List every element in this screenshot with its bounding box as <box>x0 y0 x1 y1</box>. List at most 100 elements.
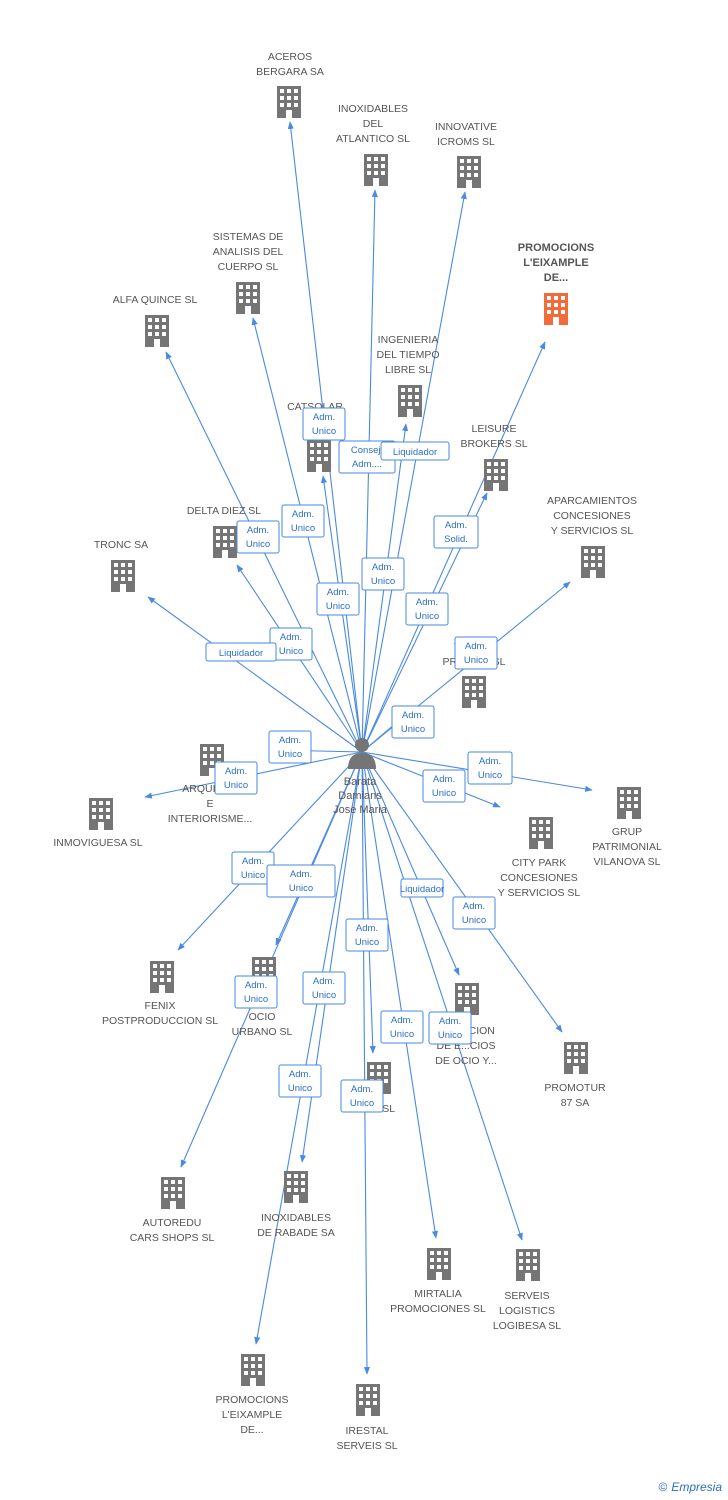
building-icon <box>150 961 174 993</box>
company-name-line: CONCESIONES <box>500 872 578 884</box>
relationship-edge <box>361 751 563 1033</box>
role-label-line: Unico <box>371 576 395 587</box>
role-badge: Adm.Unico <box>467 751 513 785</box>
role-label-line: Liquidador <box>400 884 444 895</box>
role-badge: Adm.Unico <box>268 730 312 764</box>
role-label-line: Adm. <box>313 412 335 423</box>
company-name-line: L'EIXAMPLE <box>222 1409 282 1421</box>
role-label-line: Adm. <box>402 710 424 721</box>
company-name-line: ICROMS SL <box>437 136 495 148</box>
building-icon <box>356 1384 380 1416</box>
relationship-edge <box>254 751 363 1345</box>
role-label-line: Adm. <box>463 901 485 912</box>
role-label-line: Adm. <box>433 774 455 785</box>
building-icon <box>236 282 260 314</box>
role-badge: Adm.Unico <box>281 504 325 538</box>
role-badge: Adm.Unico <box>405 592 449 626</box>
brand-name[interactable]: Empresia <box>671 1480 722 1494</box>
company-node-alfa[interactable]: ALFA QUINCE SL <box>113 294 198 347</box>
building-icon <box>427 1248 451 1280</box>
role-label-line: Unico <box>438 1030 462 1041</box>
relationship-edge <box>361 751 523 1241</box>
building-icon <box>617 787 641 819</box>
role-badge: Adm.Unico <box>452 896 496 930</box>
company-name-line: PROMOTUR <box>544 1082 606 1094</box>
company-node-delta[interactable]: DELTA DIEZ SL <box>187 505 261 558</box>
role-label-line: Adm. <box>356 923 378 934</box>
relationship-edge <box>361 751 439 1239</box>
role-badge: Adm.Unico <box>391 705 435 739</box>
person-name-line: Damians <box>338 790 382 802</box>
role-label-line: Unico <box>350 1098 374 1109</box>
role-label-line: Adm. <box>439 1016 461 1027</box>
company-name-line: LEISURE <box>472 423 517 435</box>
role-badge: Adm. Unico <box>428 1011 472 1045</box>
role-label-line: Unico <box>241 870 265 881</box>
company-name-line: URBANO SL <box>232 1026 293 1038</box>
company-name-line: LOGIBESA SL <box>493 1320 561 1332</box>
role-badge: Liquidador <box>400 878 444 898</box>
company-name-line: SISTEMAS DE <box>213 231 284 243</box>
role-label-line: Unico <box>432 788 456 799</box>
role-label-line: Adm. <box>242 856 264 867</box>
company-name-line: BERGARA SA <box>256 66 324 78</box>
company-node-promocions-top[interactable]: PROMOCIONSL'EIXAMPLEDE... <box>518 242 594 325</box>
role-badge: Liquidador <box>380 441 450 461</box>
role-label-line: Adm. <box>351 1084 373 1095</box>
role-badge: Adm.Solid. <box>433 515 479 549</box>
company-name-line: PROMOCIONS <box>216 1394 289 1406</box>
company-name-line: CARS SHOPS SL <box>130 1232 215 1244</box>
role-label-line: Adm. <box>445 520 467 531</box>
role-label-line: Consej. <box>351 445 383 456</box>
role-label-line: Unico <box>326 601 350 612</box>
role-label-line: Liquidador <box>393 447 437 458</box>
company-name-line: POSTPRODUCCION SL <box>102 1015 218 1027</box>
person-name-line: Jose Maria <box>333 804 388 816</box>
building-icon <box>544 293 568 325</box>
role-label-line: Unico <box>246 539 270 550</box>
company-name-line: SERVEIS SL <box>336 1440 397 1452</box>
role-label-line: Unico <box>478 770 502 781</box>
role-badge: Adm. Unico <box>345 918 389 952</box>
company-name-line: GRUP <box>612 826 642 838</box>
copyright-icon: © <box>658 1480 668 1494</box>
company-node-promocions-bottom[interactable]: PROMOCIONSL'EIXAMPLEDE... <box>216 1354 289 1436</box>
company-name-line: INOXIDABLES <box>261 1212 331 1224</box>
company-node-tronc[interactable]: TRONC SA <box>94 539 148 592</box>
role-label-line: Unico <box>244 994 268 1005</box>
role-label-line: Unico <box>355 937 379 948</box>
role-label-line: Adm. <box>289 1069 311 1080</box>
building-icon <box>161 1177 185 1209</box>
role-badge: Adm. Unico <box>231 851 275 885</box>
role-label-line: Unico <box>224 780 248 791</box>
building-icon <box>241 1354 265 1386</box>
company-name-line: ALFA QUINCE SL <box>113 294 198 306</box>
company-name-line: CONCESIONES <box>553 510 631 522</box>
company-name-line: DEL <box>363 118 384 130</box>
relationship-edge <box>361 751 460 976</box>
role-badge: Adm.Unico <box>214 761 258 795</box>
company-node-inmoviguesa[interactable]: INMOVIGUESA SL <box>53 798 143 849</box>
building-icon <box>213 526 237 558</box>
building-icon <box>145 315 169 347</box>
role-badge: Adm.Unico <box>361 557 405 591</box>
role-badge: Adm.Unico <box>266 864 336 898</box>
building-icon <box>398 385 422 417</box>
